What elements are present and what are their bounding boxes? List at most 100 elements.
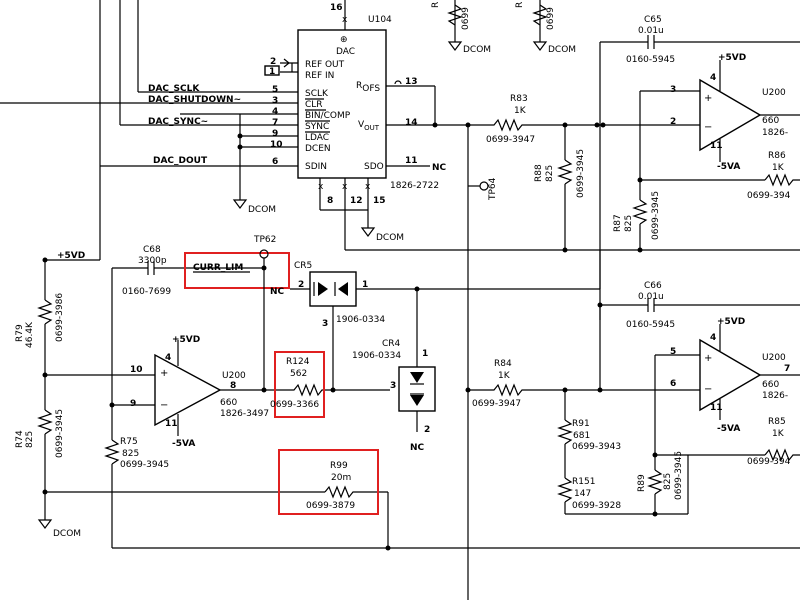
u200-mid-plus: + [160,368,168,379]
r74-ref: R74 [15,430,25,448]
c65-value: 0.01u [638,26,664,36]
cr5-part: 1906-0334 [336,315,385,325]
r75-value: 825 [122,449,139,459]
r84-resistor: R84 1K 0699-3947 [465,305,603,409]
top-dcom-2: DCOM [548,45,576,55]
r85-value: 1K [772,429,785,439]
cr5-pin1: 1 [362,280,368,290]
r74-part: 0699-3945 [55,409,65,458]
top-misc-resistors: R 0699 DCOM R 0699 DCOM [431,0,576,55]
u200-bot-neg: -5VA [717,424,740,434]
u104-pin7: 7 [272,118,278,128]
signal-dac-sync: DAC_SYNC~ [148,117,208,127]
r87-part: 0699-3945 [651,191,661,240]
u200-top-neg: -5VA [717,162,740,172]
u200-bot-pin5: 5 [670,347,676,357]
c68-value: 3300p [138,256,167,266]
u104-pin2: 2 [270,57,276,67]
r124-value: 562 [290,369,307,379]
c68-part: 0160-7699 [122,287,171,297]
curr-lim-label: CURR_LIM [193,263,243,273]
plus5vd-rail: +5VD R79 46.4K 0699-3986 [15,166,101,410]
r124-ref: R124 [286,357,310,367]
u200-bot-minus: − [704,384,712,395]
u200-mid-minus: − [160,400,168,411]
r99-resistor: R99 20m 0699-3879 [45,449,391,551]
u104-pin1: 1 [269,67,275,77]
u104-sdin: SDIN [305,162,327,172]
cr4-pin3: 3 [390,381,396,391]
cr4-pin2: 2 [424,425,430,435]
r88-resistor: R88 825 0699-3945 [534,125,586,253]
r91-ref: R91 [572,419,590,429]
u104-pin14: 14 [405,118,418,128]
r75-part: 0699-3945 [120,460,169,470]
r75-ref: R75 [120,437,138,447]
r87-ref: R87 [613,214,623,232]
c68-ref: C68 [143,245,161,255]
u200-bot-plus: + [704,353,712,364]
u200-top-minus: − [704,122,712,133]
c66-ref: C66 [644,281,662,291]
r74-resistor: DCOM R74 825 0699-3945 [15,409,81,539]
u200-mid-pin8: 8 [230,381,236,391]
u104-clr: CLR [305,100,323,110]
r89-ref: R89 [637,474,647,492]
c65-part: 0160-5945 [626,55,675,65]
r87-value: 825 [624,215,634,232]
u104-pin13: 13 [405,77,418,87]
u200-mid-pin10: 10 [130,365,143,375]
u200-mid-pin4: 4 [165,353,171,363]
r83-ref: R83 [510,94,528,104]
u200-bot-supply: +5VD [717,317,745,327]
r75-resistor: R75 825 0699-3945 [104,405,800,549]
r91-value: 681 [573,431,590,441]
cr4-pin1: 1 [422,349,428,359]
u104-sclk: SCLK [305,89,329,99]
u104-pin5: 5 [272,85,278,95]
tp62-nc: NC [270,287,285,297]
u104-pin10: 10 [270,140,283,150]
u200-bot-part: 1826- [762,391,788,401]
r99-highlight [278,449,379,515]
r85-part: 0699-394 [747,457,791,467]
r99-part: 0699-3879 [306,501,355,511]
x-mark-15: x [365,182,371,192]
u104-bin-comp: BIN/COMP [305,111,351,121]
u200-top-pin2: 2 [670,117,676,127]
top-r-right: R [515,2,525,8]
u104-ref-out: REF OUT [305,60,345,70]
r124-resistor: R124 562 0699-3366 [270,351,390,418]
r91-r151-resistors: R91 681 0699-3943 R151 147 0699-3928 [557,390,688,515]
c68-capacitor: C68 3300p 0160-7699 [111,245,264,405]
u200-bot-value: 660 [762,380,779,390]
r84-ref: R84 [494,359,512,369]
u200-mid-part: 1826-3497 [220,409,269,419]
signal-dac-sclk: DAC_SCLK [148,84,200,94]
u104-pin15: 15 [373,196,386,206]
u104-pin12: 12 [350,196,363,206]
cr5-pin3: 3 [322,319,328,329]
cr5-pin2: 2 [298,280,304,290]
u104-rofs: ROFS [356,81,380,94]
r151-part: 0699-3928 [572,501,621,511]
u200-bot-pin7: 7 [784,364,790,374]
u104-pin8: 8 [327,196,333,206]
r83-resistor: R83 1K 0699-3947 [486,94,606,145]
r89-part: 0699-3945 [674,451,684,500]
u200-top-value: 660 [762,116,779,126]
r88-part: 0699-3945 [576,149,586,198]
cr4-diode: CR4 1906-0334 1 3 2 NC [352,286,436,453]
cr5-ref: CR5 [294,261,312,271]
u200-mid-pin9: 9 [130,399,136,409]
r124-part: 0699-3366 [270,400,319,410]
r83-part: 0699-3947 [486,135,535,145]
u104-bottom-wiring: DCOM x x x [318,178,800,251]
cr5-diode: CR5 2 1 3 1906-0334 [290,250,601,392]
r151-ref: R151 [572,477,595,487]
r85-ref: R85 [768,417,786,427]
signal-dac-shutdown: DAC_SHUTDOWN~ [148,95,241,105]
r99-ref: R99 [330,461,348,471]
u200-top-pin4: 4 [710,73,716,83]
